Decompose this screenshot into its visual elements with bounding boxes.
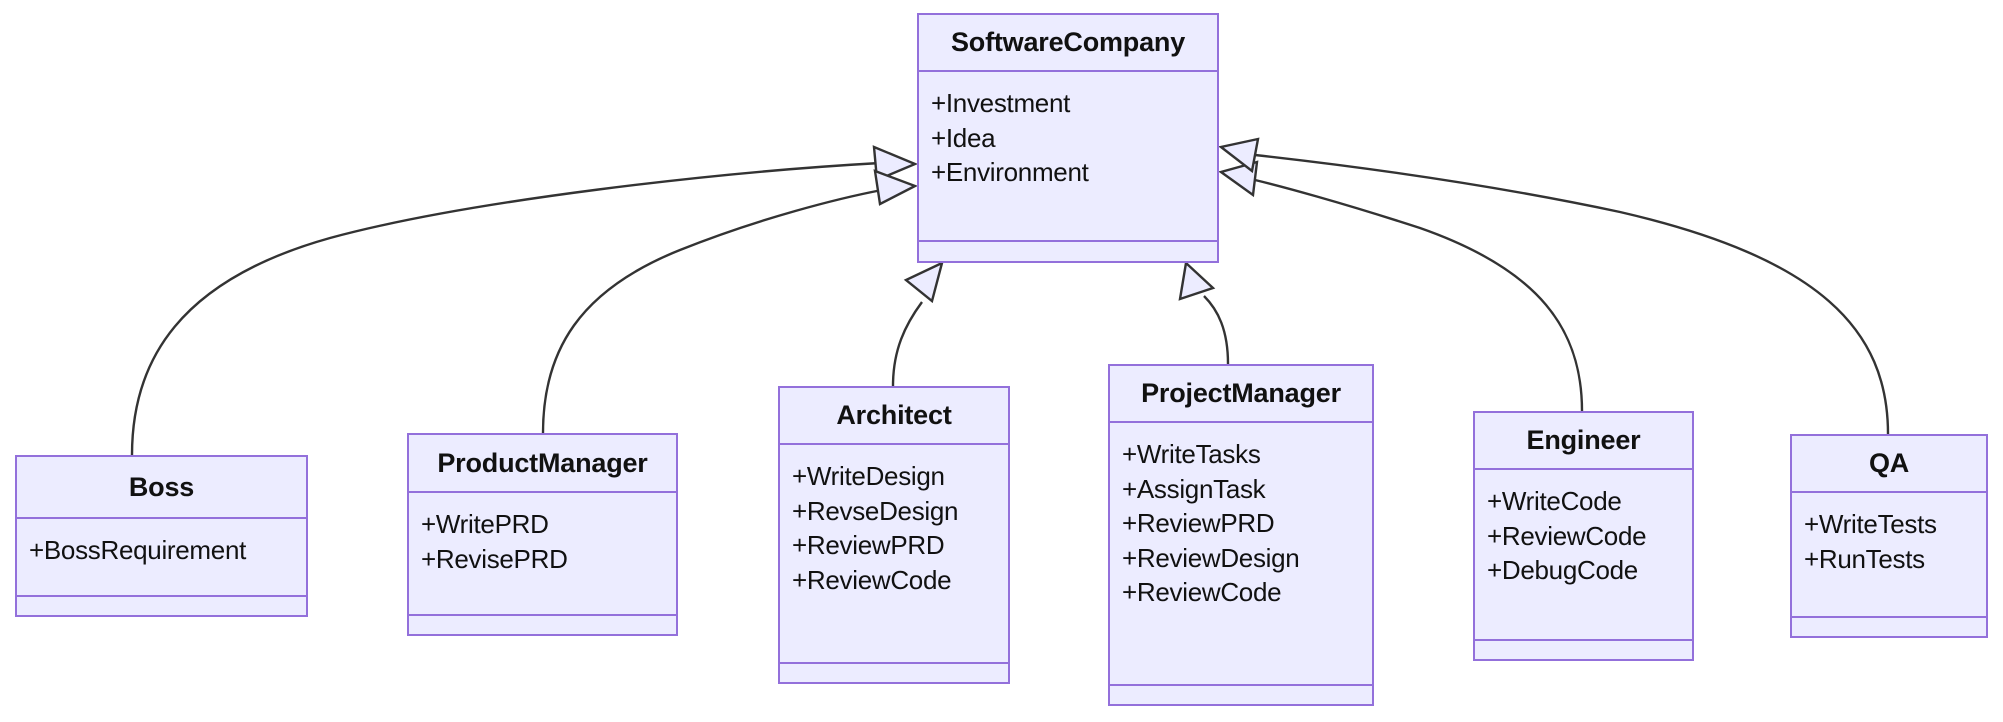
uml-class-product-manager[interactable]: ProductManager +WritePRD +RevisePRD — [407, 433, 678, 636]
class-attributes: +Investment +Idea +Environment — [919, 72, 1217, 242]
class-title: QA — [1792, 436, 1986, 493]
class-attribute: +Idea — [931, 122, 996, 153]
class-attributes: +WriteCode +ReviewCode +DebugCode — [1475, 470, 1692, 641]
class-attribute: +WriteDesign — [792, 461, 945, 491]
class-attribute: +ReviewPRD — [1122, 508, 1275, 539]
class-attribute: +ReviewDesign — [1122, 542, 1300, 573]
class-attributes: +WriteTasks +AssignTask +ReviewPRD+ReviewD… — [1110, 423, 1372, 686]
class-attribute: +ReviewPRD — [792, 530, 945, 561]
hollow-triangle-arrowhead — [1178, 260, 1216, 301]
class-attribute: +WriteTasks — [1122, 439, 1261, 469]
uml-class-boss[interactable]: Boss +BossRequirement — [15, 455, 308, 617]
class-methods — [1792, 618, 1986, 640]
class-attribute: +WriteCode — [1487, 486, 1622, 516]
class-attribute: +RevseDesign — [792, 495, 959, 526]
hollow-triangle-arrowhead — [873, 169, 918, 206]
class-attributes: +BossRequirement — [17, 519, 306, 597]
class-attribute: +ReviewCode — [1487, 520, 1647, 551]
class-attribute: +RunTests — [1804, 543, 1925, 574]
class-title: Architect — [780, 388, 1008, 445]
class-title: ProjectManager — [1110, 366, 1372, 423]
class-attributes: +WriteTests +RunTests — [1792, 493, 1986, 618]
hollow-triangle-arrowhead — [1218, 160, 1259, 198]
uml-class-engineer[interactable]: Engineer +WriteCode +ReviewCode +DebugCode — [1473, 411, 1694, 661]
uml-class-software-company[interactable]: SoftwareCompany +Investment +Idea +Environ… — [917, 13, 1219, 263]
class-attribute: +WritePRD — [421, 509, 549, 539]
uml-class-qa[interactable]: QA +WriteTests +RunTests — [1790, 434, 1988, 638]
class-attribute: +ReviewCode — [792, 564, 952, 595]
class-methods — [17, 597, 306, 619]
class-methods — [409, 616, 676, 638]
hollow-triangle-arrowhead — [903, 260, 944, 304]
class-attribute: +Investment — [931, 88, 1071, 118]
class-attribute: +BossRequirement — [29, 535, 247, 565]
class-methods — [1110, 686, 1372, 708]
class-methods — [919, 242, 1217, 264]
class-attribute: +Environment — [931, 157, 1089, 188]
edge-architect-to-softwarecompany — [891, 260, 944, 387]
class-attribute: +WriteTests — [1804, 509, 1937, 539]
class-title: ProductManager — [409, 435, 676, 493]
uml-class-architect[interactable]: Architect +WriteDesign +RevseDesign +Revie… — [778, 386, 1010, 684]
class-attribute: +ReviewCode — [1122, 577, 1282, 608]
class-attributes: +WritePRD +RevisePRD — [409, 493, 676, 616]
class-title: Engineer — [1475, 413, 1692, 470]
class-attributes: +WriteDesign +RevseDesign +ReviewPRD+Revie… — [780, 445, 1008, 664]
hollow-triangle-arrowhead — [872, 145, 919, 182]
class-attribute: +RevisePRD — [421, 543, 568, 574]
class-methods — [780, 664, 1008, 686]
edge-projectmanager-to-softwarecompany — [1178, 260, 1230, 365]
hollow-triangle-arrowhead — [1218, 137, 1260, 174]
class-attribute: +DebugCode — [1487, 555, 1638, 586]
uml-class-project-manager[interactable]: ProjectManager +WriteTasks +AssignTask +Re… — [1108, 364, 1374, 706]
class-attribute: +AssignTask — [1122, 473, 1266, 504]
class-title: SoftwareCompany — [919, 15, 1217, 72]
class-methods — [1475, 641, 1692, 663]
class-title: Boss — [17, 457, 306, 519]
